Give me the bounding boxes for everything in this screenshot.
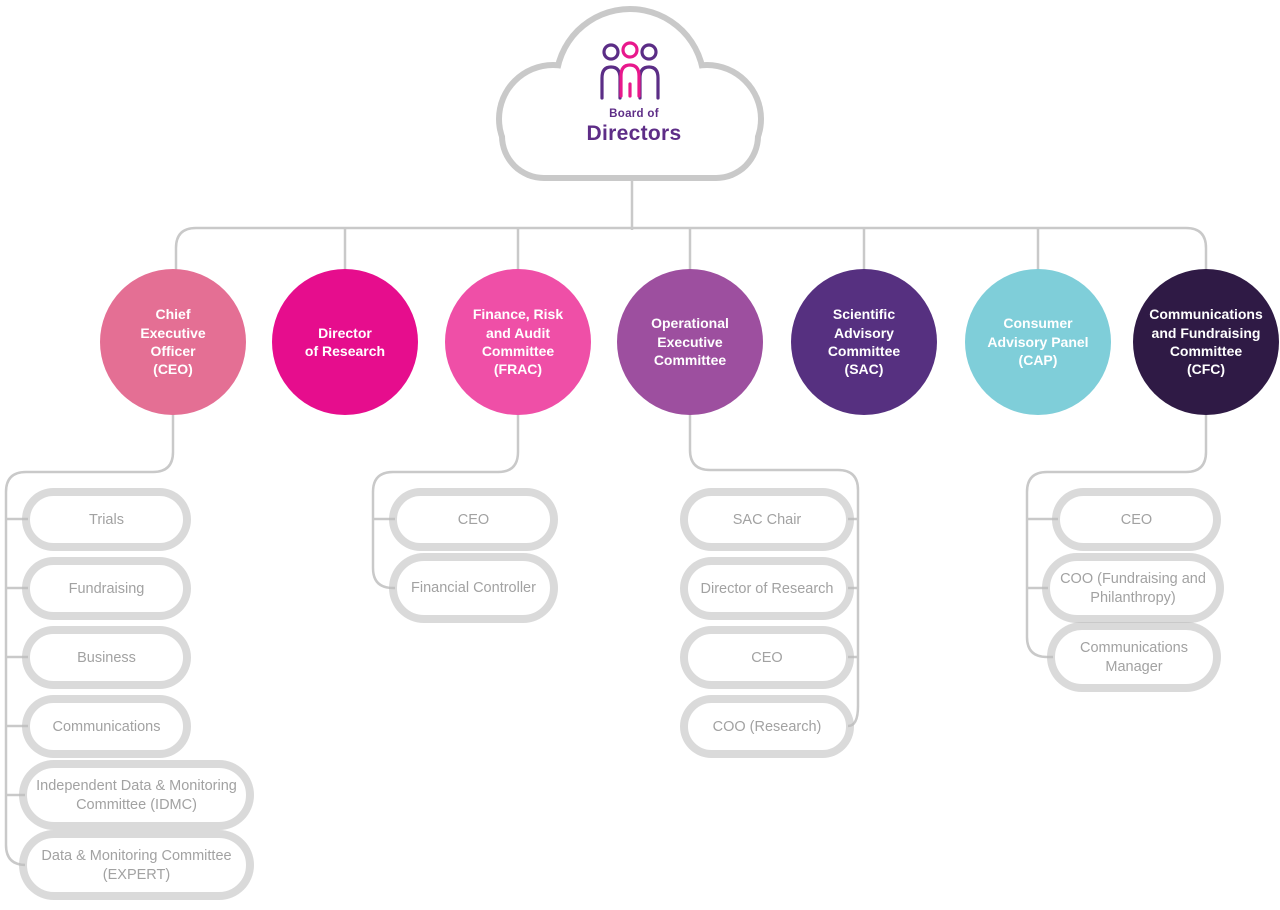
pill-financial-controller: Financial Controller [395,559,552,617]
pill-oec-ceo: CEO [686,632,848,683]
pill-business: Business [28,632,185,683]
pill-cfc-ceo: CEO [1058,494,1215,545]
pill-sac-chair: SAC Chair [686,494,848,545]
pill-coo-fundraising: COO (Fundraising and Philanthropy) [1048,559,1218,617]
people-group-icon [600,41,660,100]
node-sac: Scientific Advisory Committee (SAC) [791,269,937,415]
node-ceo: Chief Executive Officer (CEO) [100,269,246,415]
pill-communications-manager: Communications Manager [1053,628,1215,686]
pill-coo-research: COO (Research) [686,701,848,752]
node-cap: Consumer Advisory Panel (CAP) [965,269,1111,415]
board-of-directors-label: Board of Directors [478,108,790,146]
pill-frac-ceo: CEO [395,494,552,545]
node-operational-executive-committee: Operational Executive Committee [617,269,763,415]
pill-fundraising: Fundraising [28,563,185,614]
board-of-text: Board of [609,108,659,120]
pill-director-of-research: Director of Research [686,563,848,614]
directors-text: Directors [586,122,682,145]
node-frac: Finance, Risk and Audit Committee (FRAC) [445,269,591,415]
pill-communications: Communications [28,701,185,752]
node-cfc: Communications and Fundraising Committee… [1133,269,1279,415]
node-director-of-research: Director of Research [272,269,418,415]
pill-expert: Data & Monitoring Committee (EXPERT) [25,836,248,894]
pill-idmc: Independent Data & Monitoring Committee … [25,766,248,824]
pill-trials: Trials [28,494,185,545]
